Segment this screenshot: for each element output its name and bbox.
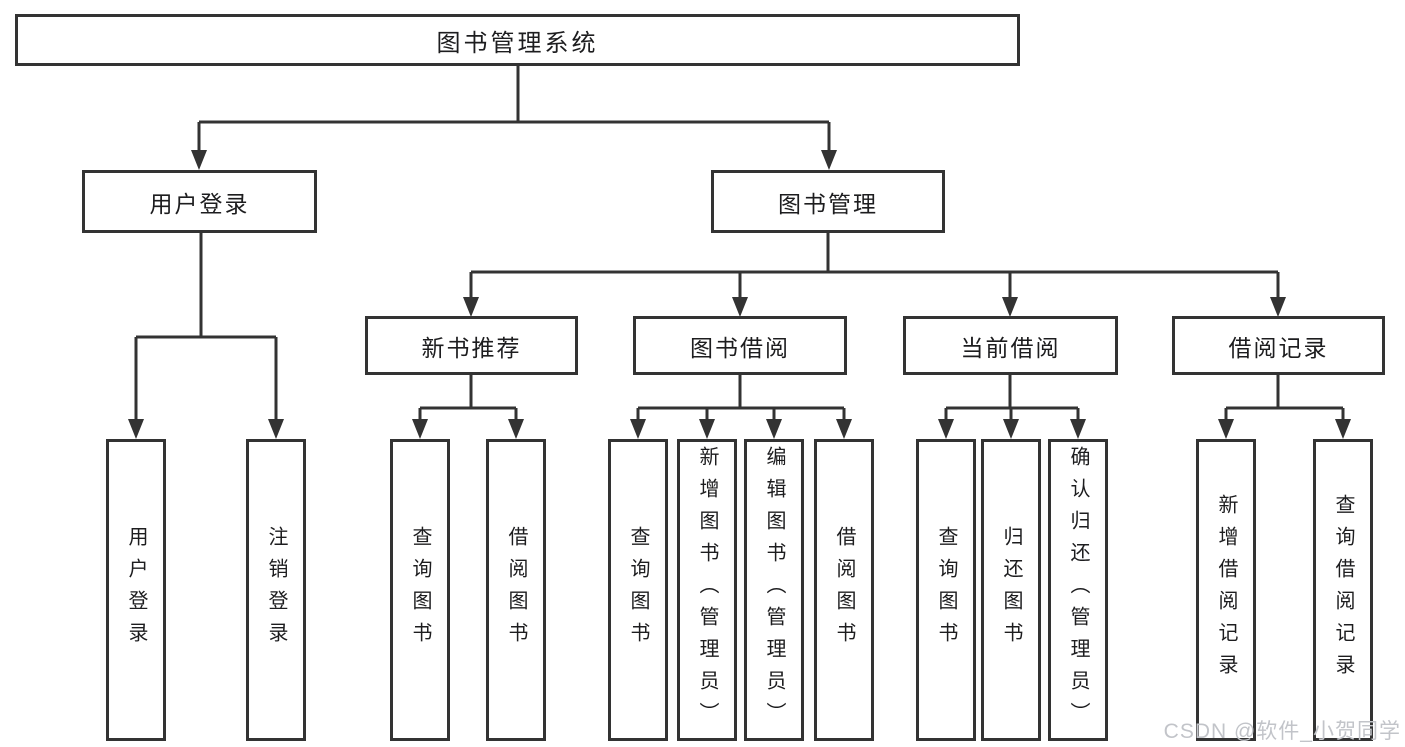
node-label: 借阅记录 [1228,334,1329,361]
leaf-label: 查询图书 [627,526,649,654]
arrow-icon [836,419,852,439]
leaf-cb-query-book: 查询图书 [916,439,976,741]
arrowheads [128,150,1351,439]
connector-borrow-record [1224,375,1345,423]
leaf-br-add-record: 新增借阅记录 [1196,439,1256,741]
leaf-rec-borrow-book: 借阅图书 [486,439,546,741]
arrow-icon [1070,419,1086,439]
arrow-icon [821,150,837,170]
leaf-bb-borrow-book: 借阅图书 [814,439,874,741]
arrow-icon [412,419,428,439]
connector-root [197,66,831,152]
leaf-label: 查询图书 [935,526,957,654]
arrow-icon [699,419,715,439]
leaf-rec-query-book: 查询图书 [390,439,450,741]
arrow-icon [766,419,782,439]
arrow-icon [1218,419,1234,439]
arrow-icon [1003,419,1019,439]
leaf-label: 查询借阅记录 [1332,494,1354,686]
connector-book-management [469,233,1280,299]
leaf-br-query-record: 查询借阅记录 [1313,439,1373,741]
arrow-icon [191,150,207,170]
node-borrow-record: 借阅记录 [1172,316,1385,375]
leaf-label: 用户登录 [125,526,147,654]
node-label: 新书推荐 [421,334,522,361]
node-root: 图书管理系统 [15,14,1020,66]
leaf-user-login: 用户登录 [106,439,166,741]
leaf-logout: 注销登录 [246,439,306,741]
node-book-borrow: 图书借阅 [633,316,847,375]
csdn-watermark: CSDN @软件_小贺同学 [1163,720,1401,743]
node-label: 图书管理 [778,190,878,217]
node-label: 图书借阅 [690,334,790,361]
leaf-label: 编辑图书（管理员） [763,446,785,734]
arrow-icon [732,297,748,317]
node-book-management: 图书管理 [711,170,945,233]
arrow-icon [463,297,479,317]
arrow-icon [1270,297,1286,317]
connector-book-borrow [636,375,846,423]
arrow-icon [268,419,284,439]
leaf-cb-confirm-return-admin: 确认归还（管理员） [1048,439,1108,741]
node-root-label: 图书管理系统 [436,29,599,57]
arrow-icon [1335,419,1351,439]
leaf-label: 查询图书 [409,526,431,654]
connector-current-borrow [944,375,1080,423]
arrow-icon [508,419,524,439]
node-label: 用户登录 [149,190,250,217]
leaf-label: 新增借阅记录 [1215,494,1237,686]
arrow-icon [128,419,144,439]
node-current-borrow: 当前借阅 [903,316,1118,375]
node-label: 当前借阅 [960,334,1061,361]
connector-new-book-recommend [418,375,518,423]
leaf-bb-add-book-admin: 新增图书（管理员） [677,439,737,741]
node-user-login: 用户登录 [82,170,317,233]
arrow-icon [1002,297,1018,317]
leaf-bb-query-book: 查询图书 [608,439,668,741]
leaf-label: 注销登录 [265,526,287,654]
leaf-label: 借阅图书 [505,526,527,654]
leaf-label: 归还图书 [1000,526,1022,654]
node-new-book-recommend: 新书推荐 [365,316,578,375]
leaf-label: 确认归还（管理员） [1067,446,1089,734]
arrow-icon [630,419,646,439]
leaf-label: 借阅图书 [833,526,855,654]
leaf-label: 新增图书（管理员） [696,446,718,734]
connector-user-login [134,233,278,421]
leaf-bb-edit-book-admin: 编辑图书（管理员） [744,439,804,741]
leaf-cb-return-book: 归还图书 [981,439,1041,741]
arrow-icon [938,419,954,439]
